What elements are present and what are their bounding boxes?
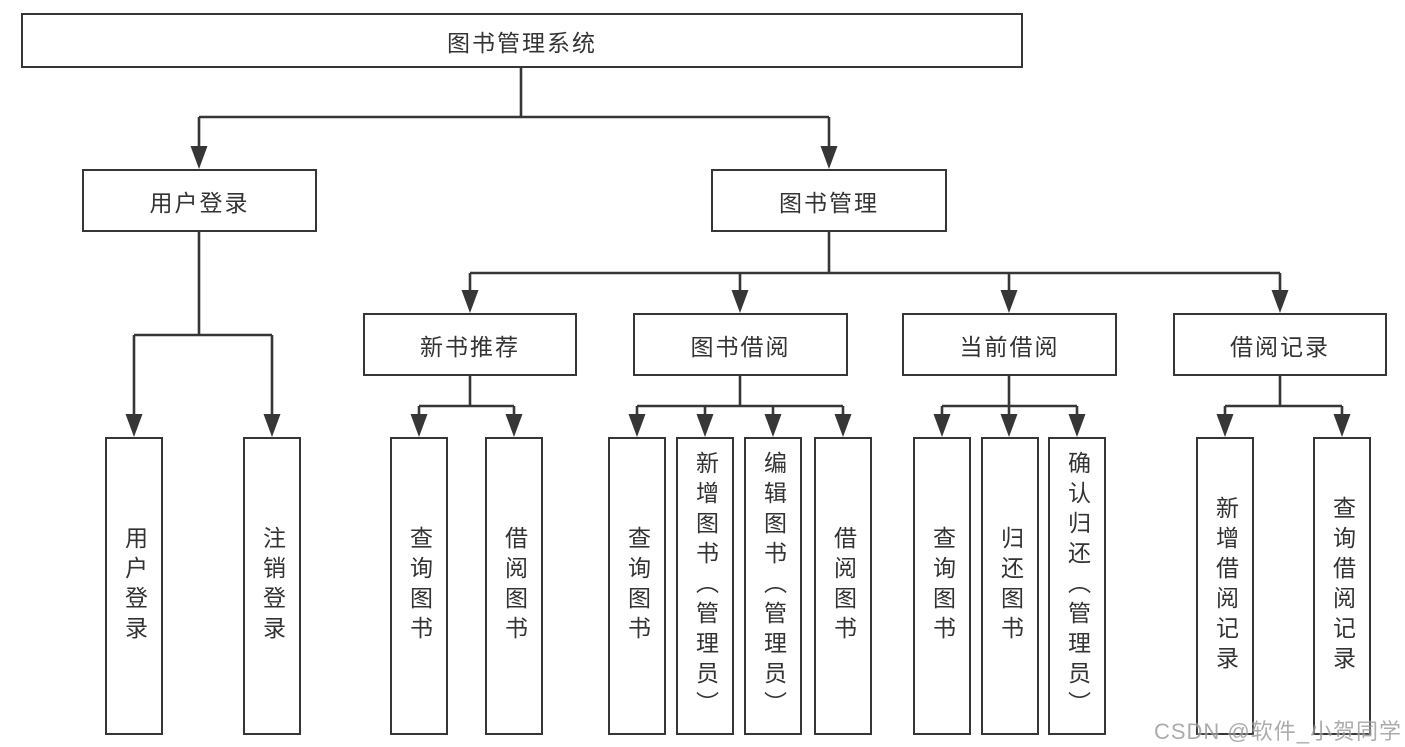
node-book-borrowing: 图书借阅 bbox=[633, 313, 848, 376]
csdn-watermark: CSDN @软件_小贺同学 bbox=[1153, 719, 1402, 744]
node-book-management: 图书管理 bbox=[711, 169, 947, 232]
node-borrowing-records: 借阅记录 bbox=[1173, 313, 1387, 376]
leaf-query-books-current: 查询图书 bbox=[913, 437, 971, 735]
leaf-query-books-borrowing: 查询图书 bbox=[608, 437, 666, 735]
leaf-borrow-books-recommend: 借阅图书 bbox=[485, 437, 543, 735]
leaf-add-borrow-record: 新增借阅记录 bbox=[1196, 437, 1254, 735]
leaf-borrow-books-borrowing: 借阅图书 bbox=[814, 437, 872, 735]
node-user-login: 用户登录 bbox=[82, 169, 317, 232]
leaf-confirm-return-admin: 确认归还（管理员） bbox=[1048, 437, 1106, 735]
leaf-logout: 注销登录 bbox=[243, 437, 301, 735]
node-new-book-recommend: 新书推荐 bbox=[363, 313, 577, 376]
leaf-add-books-admin: 新增图书（管理员） bbox=[676, 437, 734, 735]
node-library-management-system: 图书管理系统 bbox=[21, 13, 1023, 68]
arrowheads bbox=[125, 146, 1351, 437]
leaf-query-borrow-record: 查询借阅记录 bbox=[1313, 437, 1371, 735]
leaf-query-books-recommend: 查询图书 bbox=[390, 437, 448, 735]
leaf-edit-books-admin: 编辑图书（管理员） bbox=[744, 437, 802, 735]
leaf-return-books: 归还图书 bbox=[981, 437, 1039, 735]
leaf-user-login: 用户登录 bbox=[105, 437, 163, 735]
node-current-borrowing: 当前借阅 bbox=[902, 313, 1117, 376]
